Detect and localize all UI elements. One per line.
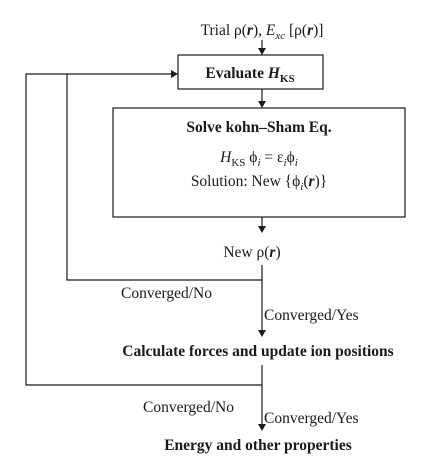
solution-label: Solution: New {ϕi(r)} xyxy=(191,173,327,193)
input-label: Trial ρ(r), Exc [ρ(r)] xyxy=(201,22,324,42)
loop2-converged-no: Converged/No xyxy=(143,399,234,416)
loop1-converged-yes: Converged/Yes xyxy=(264,307,359,324)
loop2-converged-yes: Converged/Yes xyxy=(264,410,359,427)
arrowhead xyxy=(258,330,266,337)
arrowhead xyxy=(258,48,266,55)
arrowhead xyxy=(258,101,266,108)
arrowhead xyxy=(258,226,266,233)
solve-box-title: Solve kohn–Sham Eq. xyxy=(186,119,331,136)
outer-loop-line xyxy=(25,73,262,386)
new-density-label: New ρ(r) xyxy=(223,244,280,261)
inner-loop-line xyxy=(66,73,262,281)
arrowhead xyxy=(258,424,266,431)
evaluate-hks-box xyxy=(177,54,324,90)
loop1-converged-no: Converged/No xyxy=(121,285,212,302)
evaluate-hks-label: Evaluate HKS xyxy=(205,65,294,85)
arrowhead xyxy=(171,70,178,78)
solve-kohn-sham-box xyxy=(112,107,406,218)
forces-step-label: Calculate forces and update ion position… xyxy=(122,343,393,360)
kohn-sham-equation: HKS ϕi = εiϕi xyxy=(219,149,298,169)
final-step-label: Energy and other properties xyxy=(164,437,352,454)
